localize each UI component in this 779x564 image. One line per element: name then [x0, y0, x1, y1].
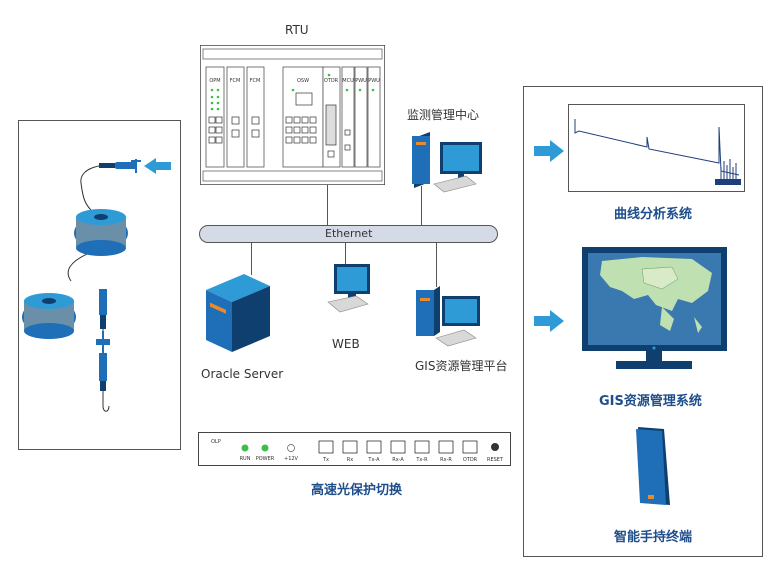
rtu-card-label: OSW — [297, 78, 309, 84]
web-label: WEB — [332, 337, 360, 351]
monitor-center-link-line — [421, 186, 422, 225]
port-label: OTDR — [463, 457, 478, 463]
power-led-icon — [261, 444, 269, 452]
gis-system-label: GIS资源管理系统 — [599, 394, 702, 409]
arrow-right-icon — [534, 310, 564, 332]
otdr-curve-display — [568, 104, 745, 192]
rtu-card-label: PWU — [368, 78, 380, 84]
rtu-link-line — [327, 185, 328, 225]
led-label: +12V — [284, 456, 299, 462]
port-label: Rx-R — [440, 457, 452, 463]
fiber-adapter-icon — [96, 289, 110, 391]
fiber-spool-icon — [22, 293, 76, 339]
rtu-card-label: FCM — [230, 78, 241, 84]
gis-platform-computer-icon — [414, 284, 486, 352]
gis-platform-label: GIS资源管理平台 — [415, 359, 508, 373]
fiber-connector-icon — [99, 159, 141, 173]
port-label: Rx-A — [392, 457, 404, 463]
rtu-card-label: MCU — [342, 78, 354, 84]
ethernet-label: Ethernet — [325, 227, 373, 240]
olp-caption: 高速光保护切换 — [311, 483, 403, 498]
input-arrow-icon — [144, 158, 171, 174]
rtu-title: RTU — [285, 23, 309, 37]
port-label: Tx — [322, 457, 329, 463]
port-label: Tx-R — [415, 457, 428, 463]
arrow-right-icon — [534, 140, 564, 162]
olp-leds — [241, 444, 295, 452]
run-led-icon — [241, 444, 249, 452]
gis-platform-link-line — [436, 242, 437, 287]
rtu-card-label: PWU — [355, 78, 367, 84]
rtu-card-label: FCM — [250, 78, 261, 84]
curve-analysis-label: 曲线分析系统 — [614, 207, 693, 222]
reset-button-icon — [491, 443, 499, 451]
monitor-center-computer-icon — [410, 126, 486, 196]
rtu-card-label: OPM — [209, 78, 220, 84]
systems-panel — [523, 86, 763, 557]
olp-device: OLP RUN POWER +12V Tx Rx Tx-A Rx-A Tx-R … — [198, 432, 511, 466]
web-computer-icon — [326, 262, 386, 317]
reset-label: RESET — [487, 457, 504, 463]
ethernet-bus — [199, 225, 498, 243]
fiber-spool-icon — [74, 209, 128, 256]
oracle-server-label: Oracle Server — [201, 367, 284, 381]
12v-led-icon — [287, 444, 295, 452]
web-link-line — [345, 242, 346, 272]
rtu-card-label: OTDR — [324, 78, 339, 84]
port-label: Tx-A — [367, 457, 380, 463]
mobile-terminal-icon — [636, 425, 672, 507]
fiber-illustration — [22, 158, 171, 412]
port-label: Rx — [347, 457, 353, 463]
led-label: POWER — [256, 456, 275, 462]
oracle-server-icon — [204, 268, 274, 353]
fiber-panel — [18, 120, 181, 450]
mobile-terminal-label: 智能手持终端 — [614, 530, 693, 545]
oracle-link-line — [251, 242, 252, 275]
rtu-chassis: OPM FCM FCM OSW OTDR MCU PWU PWU — [199, 44, 386, 186]
led-label: RUN — [240, 456, 251, 462]
monitor-center-label: 监测管理中心 — [407, 108, 480, 122]
gis-system-monitor-icon — [582, 247, 727, 377]
olp-title: OLP — [211, 439, 221, 445]
